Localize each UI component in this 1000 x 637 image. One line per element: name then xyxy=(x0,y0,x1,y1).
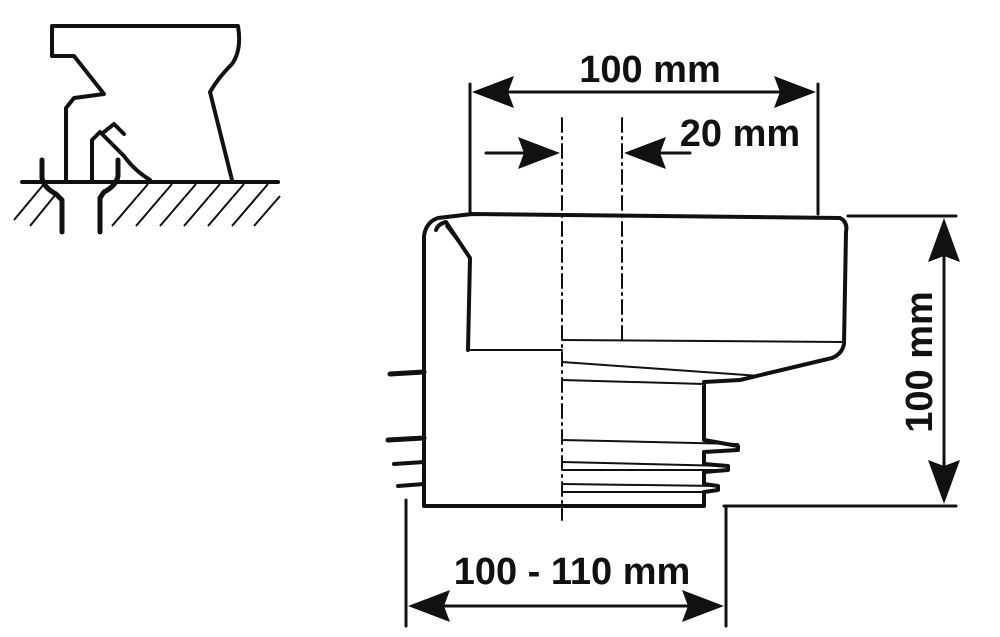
arrow-head-right xyxy=(774,76,816,108)
dimension-label-height: 100 mm xyxy=(899,291,941,433)
arrow-head-bottom-right xyxy=(682,590,724,622)
dimension-bottom-width: 100 - 110 mm xyxy=(404,498,728,628)
arrow-head-up xyxy=(928,218,960,262)
dimension-label-bottom-width: 100 - 110 mm xyxy=(454,551,691,593)
toilet-side-view-icon xyxy=(13,24,281,235)
dimension-top-width: 100 mm xyxy=(468,49,820,216)
arrow-head-offset-left xyxy=(518,137,560,169)
dimension-label-offset: 20 mm xyxy=(680,113,800,155)
dimension-height: 100 mm xyxy=(722,214,960,508)
arrow-head-down xyxy=(928,460,960,504)
floor-hatching xyxy=(13,183,281,227)
adapter-side-view xyxy=(385,117,849,521)
dimension-offset: 20 mm xyxy=(484,113,800,169)
arrow-head-bottom-left xyxy=(408,590,450,622)
dimension-label-top-width: 100 mm xyxy=(579,49,721,91)
arrow-head-left xyxy=(472,76,514,108)
arrow-head-offset-right xyxy=(624,137,666,169)
